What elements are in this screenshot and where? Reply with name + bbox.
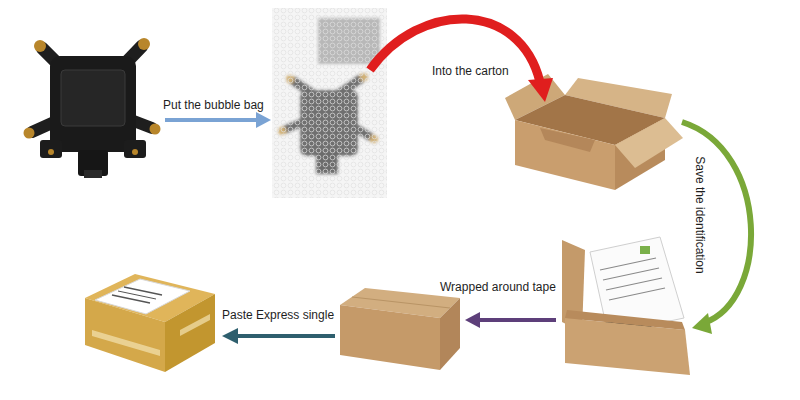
taped-parcel-part bbox=[165, 294, 215, 372]
step-arrows-part bbox=[165, 118, 258, 122]
step-arrows-part bbox=[692, 313, 712, 334]
step-label: Paste Express single bbox=[222, 308, 334, 322]
carton-with-papers-part bbox=[600, 258, 656, 270]
ignition-coil-part bbox=[24, 128, 35, 139]
closed-carton-part bbox=[340, 305, 440, 370]
step-arrows-part bbox=[682, 122, 751, 323]
step-arrows-part bbox=[528, 78, 553, 102]
ignition-coil-part bbox=[61, 70, 125, 126]
ignition-coil-part bbox=[84, 170, 102, 178]
closed-carton-part bbox=[440, 298, 460, 370]
step-arrows-part bbox=[478, 318, 556, 322]
step-arrows-part bbox=[256, 112, 271, 128]
taped-parcel-part bbox=[92, 330, 160, 356]
step-arrows-part bbox=[370, 19, 540, 82]
taped-parcel-part bbox=[124, 287, 162, 295]
step-arrows bbox=[165, 19, 751, 344]
taped-parcel-part bbox=[180, 314, 210, 336]
step-label: Into the carton bbox=[432, 64, 509, 78]
carton-with-papers-part bbox=[603, 268, 659, 280]
ignition-coil-part bbox=[34, 40, 46, 52]
ignition-coil-part bbox=[138, 38, 150, 50]
ignition-coil-part bbox=[150, 124, 161, 135]
ignition-coil-part bbox=[48, 149, 54, 155]
open-carton-part bbox=[615, 118, 683, 168]
carton-with-papers-part bbox=[606, 278, 662, 290]
step-label: Wrapped around tape bbox=[440, 280, 556, 294]
bubble-bag-part bbox=[272, 8, 387, 198]
taped-parcel-part bbox=[95, 279, 190, 314]
ignition-coil-part bbox=[50, 56, 136, 152]
bubble-bag-part bbox=[272, 8, 387, 198]
open-carton-part bbox=[540, 128, 595, 152]
step-arrows-part bbox=[222, 328, 238, 344]
step-arrows-part bbox=[236, 334, 335, 338]
step-label: Save the identification bbox=[693, 156, 707, 273]
closed-carton-part bbox=[352, 297, 450, 308]
carton-with-papers-part bbox=[565, 310, 685, 330]
bubble-bag bbox=[272, 8, 387, 198]
taped-parcel bbox=[85, 274, 215, 372]
step-label: Put the bubble bag bbox=[163, 98, 264, 112]
ignition-coil bbox=[24, 38, 161, 178]
open-carton bbox=[505, 74, 683, 190]
step-arrows-part bbox=[465, 312, 480, 328]
ignition-coil-part bbox=[124, 140, 146, 158]
ignition-coil-part bbox=[132, 149, 138, 155]
closed-carton bbox=[340, 288, 460, 370]
carton-with-papers-part bbox=[609, 288, 665, 300]
ignition-coil-part bbox=[40, 140, 62, 158]
carton-with-papers bbox=[562, 237, 690, 375]
open-carton-part bbox=[515, 120, 615, 190]
bubble-bag-part bbox=[272, 8, 387, 198]
carton-with-papers-part bbox=[640, 246, 650, 254]
